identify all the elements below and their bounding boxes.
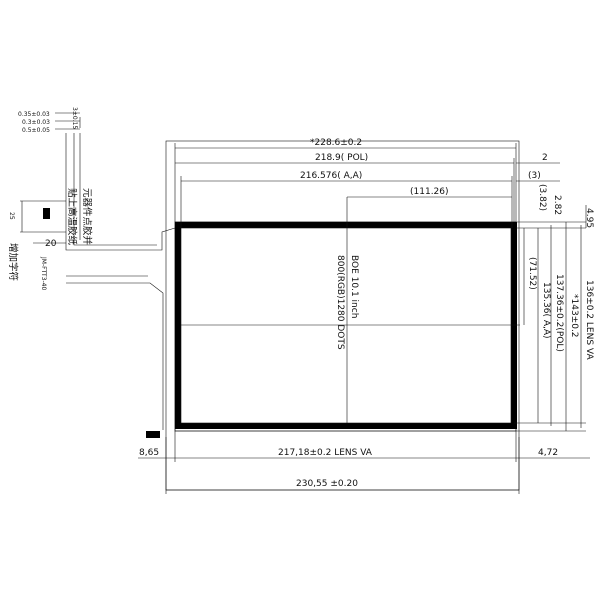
dim-lens-va-width: 217,18±0.2 LENS VA xyxy=(278,448,373,458)
active-area xyxy=(180,227,512,424)
fpc-dim-20: 20 xyxy=(45,239,57,249)
dim-overall-height: *143±0.2 xyxy=(569,294,579,338)
fpc-thickness-4: 3±0.15 xyxy=(71,107,78,129)
fpc-note-3: 增加字符 xyxy=(7,243,19,281)
panel-outline-group xyxy=(165,140,520,491)
dim-right-2: 2 xyxy=(542,153,548,163)
dim-right-offset: 4,72 xyxy=(538,448,558,458)
right-dimension-lines xyxy=(514,205,587,432)
fpc-thickness-1: 0.35±0.03 xyxy=(18,111,50,118)
dim-aa-width: 216.576( A,A) xyxy=(300,171,362,181)
dim-overall-width-top: *228.6±0.2 xyxy=(310,138,362,148)
fpc-note-1: 元器件点胶并 xyxy=(81,188,93,246)
dim-lens-va-height: 136±0.2 LENS VA xyxy=(584,280,594,360)
fpc-dim-25: 25 xyxy=(8,212,15,220)
panel-resolution-text: 800(RGB)1280 DOTS xyxy=(335,255,345,350)
fpc-component xyxy=(43,208,50,219)
dim-left-offset: 8,65 xyxy=(139,448,159,458)
fpc-thickness-3: 0.5±0.05 xyxy=(22,127,50,134)
bottom-dimension-lines xyxy=(138,431,590,494)
panel-model-text: BOE 10.1 inch xyxy=(349,255,359,318)
fpc-thickness-2: 0.3±0.03 xyxy=(22,119,50,126)
dim-pol-width: 218.9( POL) xyxy=(315,153,368,163)
dim-center-width: (111.26) xyxy=(410,187,449,197)
dim-495: 4.95 xyxy=(584,208,594,228)
dim-right-282: 2.82 xyxy=(552,195,562,215)
dim-aa-height: 135.36( A,A) xyxy=(541,282,551,339)
top-dimension-lines xyxy=(174,143,560,228)
fpc-note-2: 贴上高温胶纸 xyxy=(66,188,78,246)
fpc-marker-block xyxy=(146,431,160,438)
dim-overall-width-bottom: 230,55 ±0.20 xyxy=(296,479,358,489)
black-border-frame xyxy=(175,222,517,429)
dim-right-382: (3.82) xyxy=(537,184,547,211)
fpc-label: JM-FTT3-40 xyxy=(40,256,47,290)
dim-half-height: (71.52) xyxy=(527,257,537,290)
fpc-cable xyxy=(20,112,176,430)
dim-right-3: (3) xyxy=(528,171,541,181)
dim-pol-height: 137.36±0.2(POL) xyxy=(554,274,564,352)
